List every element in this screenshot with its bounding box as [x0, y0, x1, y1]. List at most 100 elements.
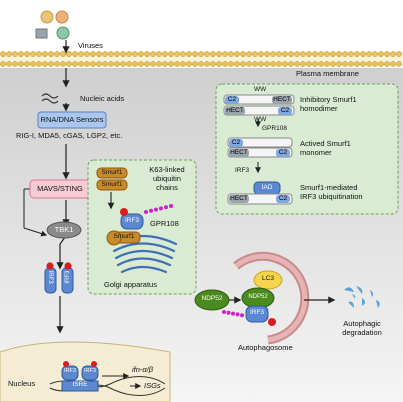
lipid-head [294, 61, 300, 67]
lipid-head [354, 51, 360, 57]
lipid-head [288, 51, 294, 57]
hect-domain-2: HECT [225, 107, 245, 115]
lipid-head [114, 51, 120, 57]
lipid-head [186, 51, 192, 57]
degradation-fragments-icon [344, 286, 380, 308]
irf3-golgi [120, 213, 144, 230]
autophagosome-label: Autophagosome [238, 343, 293, 352]
lipid-head [120, 61, 126, 67]
ubiquitin-bead [226, 310, 231, 315]
lipid-head [228, 51, 234, 57]
lipid-head [48, 61, 54, 67]
lipid-head [72, 51, 78, 57]
lc3-node [253, 270, 283, 290]
ndp52-bound-label: NDP52 [248, 294, 268, 300]
ubiquitin-bead [235, 312, 240, 317]
lipid-head [378, 61, 384, 67]
smurf1-top-label: Smurf1 [101, 169, 123, 176]
lipid-head [258, 61, 264, 67]
lipid-head [144, 61, 150, 67]
inhibitory-label-1: Inhibitory Smurf1 [300, 95, 357, 104]
lipid-head [0, 51, 6, 57]
lipid-head [156, 51, 162, 57]
irf3-golgi-label: IRF3 [124, 217, 140, 224]
ubiquitin-bead [231, 311, 235, 316]
nucleic-acids-label: Nucleic acids [80, 94, 125, 103]
ubiquitin-bead [164, 205, 168, 210]
lipid-head [132, 61, 138, 67]
lipid-head [372, 51, 378, 57]
lipid-head [84, 51, 90, 57]
lipid-head [330, 61, 336, 67]
mavs-sting-label: MAVS/STING [37, 184, 83, 193]
lipid-head [204, 51, 210, 57]
lipid-head [282, 61, 288, 67]
lipid-head [312, 51, 318, 57]
lipid-head [378, 51, 384, 57]
lipid-head [30, 51, 36, 57]
ndp52-free [194, 289, 230, 311]
lipid-head [264, 51, 270, 57]
lipid-head [366, 61, 372, 67]
k63-label-1: K63-linked [149, 165, 185, 174]
lipid-head [234, 51, 240, 57]
sensor-box [37, 111, 107, 129]
lipid-head [210, 51, 216, 57]
golgi-label: Golgi apparatus [104, 280, 157, 289]
lipid-head [390, 51, 396, 57]
lipid-head [126, 51, 132, 57]
lipid-head [18, 61, 24, 67]
activated-label-1: Actived Smurf1 [300, 139, 351, 148]
lipid-head [192, 51, 198, 57]
lipid-head [42, 61, 48, 67]
lipid-head [240, 51, 246, 57]
lipid-head [54, 51, 60, 57]
hect-domain-1: HECT [272, 96, 292, 104]
lipid-head [324, 61, 330, 67]
lipid-head [300, 61, 306, 67]
k63-label-2: ubiquitin [153, 174, 181, 183]
sensors-list-label: RIG-I, MDA5, cGAS, LGP2, etc. [16, 131, 123, 140]
lipid-head [354, 61, 360, 67]
lipid-head [192, 61, 198, 67]
hect-domain-3: HECT [229, 149, 249, 157]
lipid-head [162, 61, 168, 67]
tbk1-label: TBK1 [54, 225, 74, 234]
ubiquitin-bead [159, 206, 163, 211]
lipid-head [102, 61, 108, 67]
smurf1-golgi-label: Smurf1 [113, 233, 135, 240]
lipid-head [360, 61, 366, 67]
ubiquitin-bead [144, 210, 148, 214]
lipid-head [210, 61, 216, 67]
lipid-head [288, 61, 294, 67]
lipid-head [78, 51, 84, 57]
lipid-head [174, 51, 180, 57]
lipid-head [72, 61, 78, 67]
lipid-head [78, 61, 84, 67]
c2-domain-4: C2 [276, 149, 290, 157]
golgi-stacks [110, 234, 178, 274]
nucleic-acid-icon [41, 93, 59, 99]
ubiquitination-label-2: IRF3 ubiquitination [300, 192, 363, 201]
ubiquitin-bead [154, 207, 158, 212]
lipid-head [276, 61, 282, 67]
lipid-head [282, 51, 288, 57]
lipid-head [60, 51, 66, 57]
lipid-head [24, 61, 30, 67]
irf3-panel-label: IRF3 [235, 167, 250, 174]
lipid-head [384, 61, 390, 67]
lipid-head [324, 51, 330, 57]
lipid-head [252, 61, 258, 67]
lipid-head [84, 61, 90, 67]
smurf1-bottom-label: Smurf1 [101, 181, 123, 188]
activated-label-2: monomer [300, 148, 332, 157]
lipid-head [156, 61, 162, 67]
c2-domain-2: C2 [278, 107, 292, 115]
lipid-head [102, 51, 108, 57]
lipid-head [138, 61, 144, 67]
lipid-head [18, 51, 24, 57]
lipid-head [96, 61, 102, 67]
nucleus-label: Nucleus [8, 379, 36, 388]
lipid-head [168, 51, 174, 57]
